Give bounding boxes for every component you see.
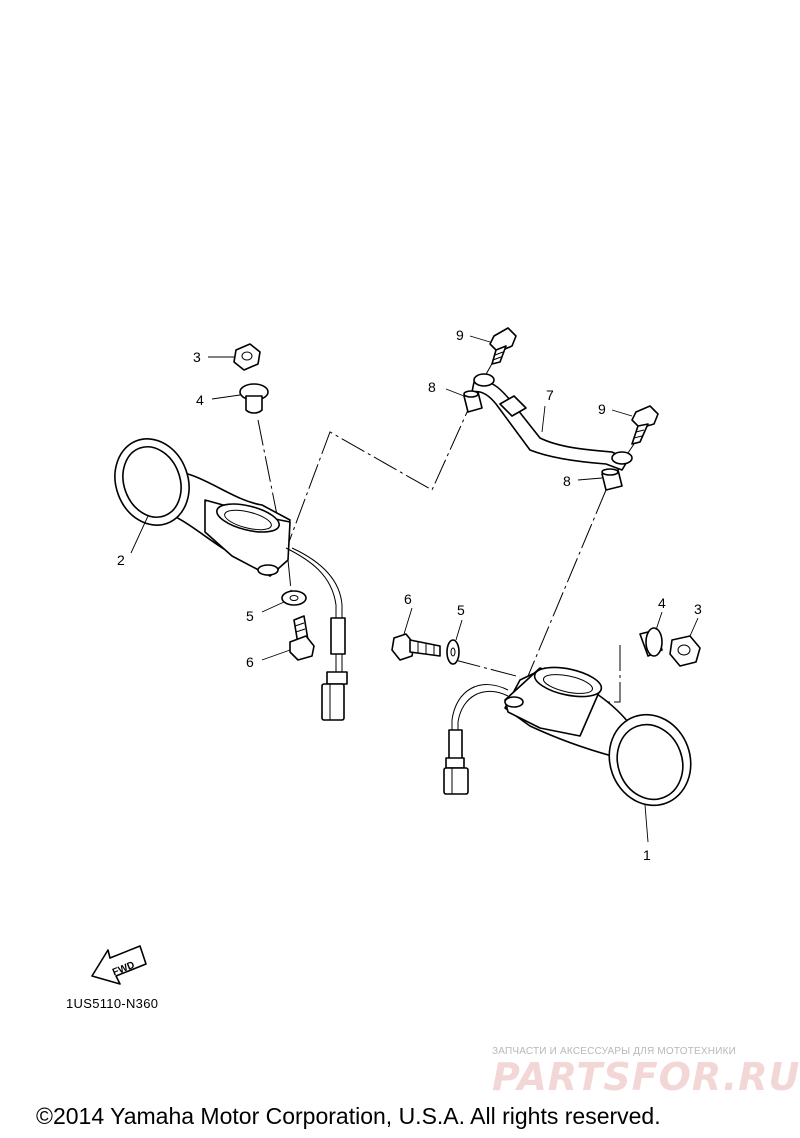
bolt-9-upper (489, 327, 517, 365)
nut-3-left (233, 343, 261, 371)
callout-8-lower: 8 (563, 473, 571, 489)
assembly-line-left-bolt (287, 559, 293, 601)
callout-9-lower: 9 (598, 401, 606, 417)
callout-5-left: 5 (246, 608, 254, 624)
leader-lines (130, 335, 699, 843)
collar-8-lower (601, 468, 623, 491)
assembly-line-left-vert (257, 419, 278, 516)
bolt-6-left (289, 615, 315, 661)
callout-1: 1 (643, 847, 651, 863)
washer-5-right (446, 639, 460, 665)
assembly-line-right-grommet (600, 645, 621, 703)
bolt-6-right (391, 633, 441, 661)
watermark-logo: PARTSFOR.RU (492, 1055, 800, 1099)
grommet-4-left (239, 383, 269, 414)
callout-5-right: 5 (457, 602, 465, 618)
turn-signal-left (114, 438, 348, 721)
callout-9-upper: 9 (456, 327, 464, 343)
callout-6-left: 6 (246, 654, 254, 670)
callout-2: 2 (117, 552, 125, 568)
assembly-line-left (282, 409, 469, 559)
bolt-9-lower (631, 405, 659, 445)
fwd-arrow-icon: FWD (91, 945, 147, 985)
diagram-code: 1US5110-N360 (66, 996, 159, 1011)
copyright-notice: ©2014 Yamaha Motor Corporation, U.S.A. A… (36, 1103, 661, 1129)
turn-signal-right (443, 666, 692, 807)
watermark-tagline: ЗАПЧАСТИ И АКСЕССУАРЫ ДЛЯ МОТОТЕХНИКИ (492, 1046, 737, 1057)
washer-5-left (281, 590, 307, 606)
nut-3-right (669, 635, 701, 667)
callout-7: 7 (546, 387, 554, 403)
callout-4-left: 4 (196, 392, 204, 408)
callout-8-upper: 8 (428, 379, 436, 395)
callout-3-left: 3 (193, 349, 201, 365)
callout-4-right: 4 (658, 595, 666, 611)
assembly-line-right-bolt (454, 659, 521, 678)
bracket (471, 373, 633, 471)
callout-6-right: 6 (404, 591, 412, 607)
callout-3-right: 3 (694, 601, 702, 617)
collar-8-upper (463, 390, 483, 413)
grommet-4-right (639, 627, 663, 657)
assembly-line-right (517, 489, 607, 701)
